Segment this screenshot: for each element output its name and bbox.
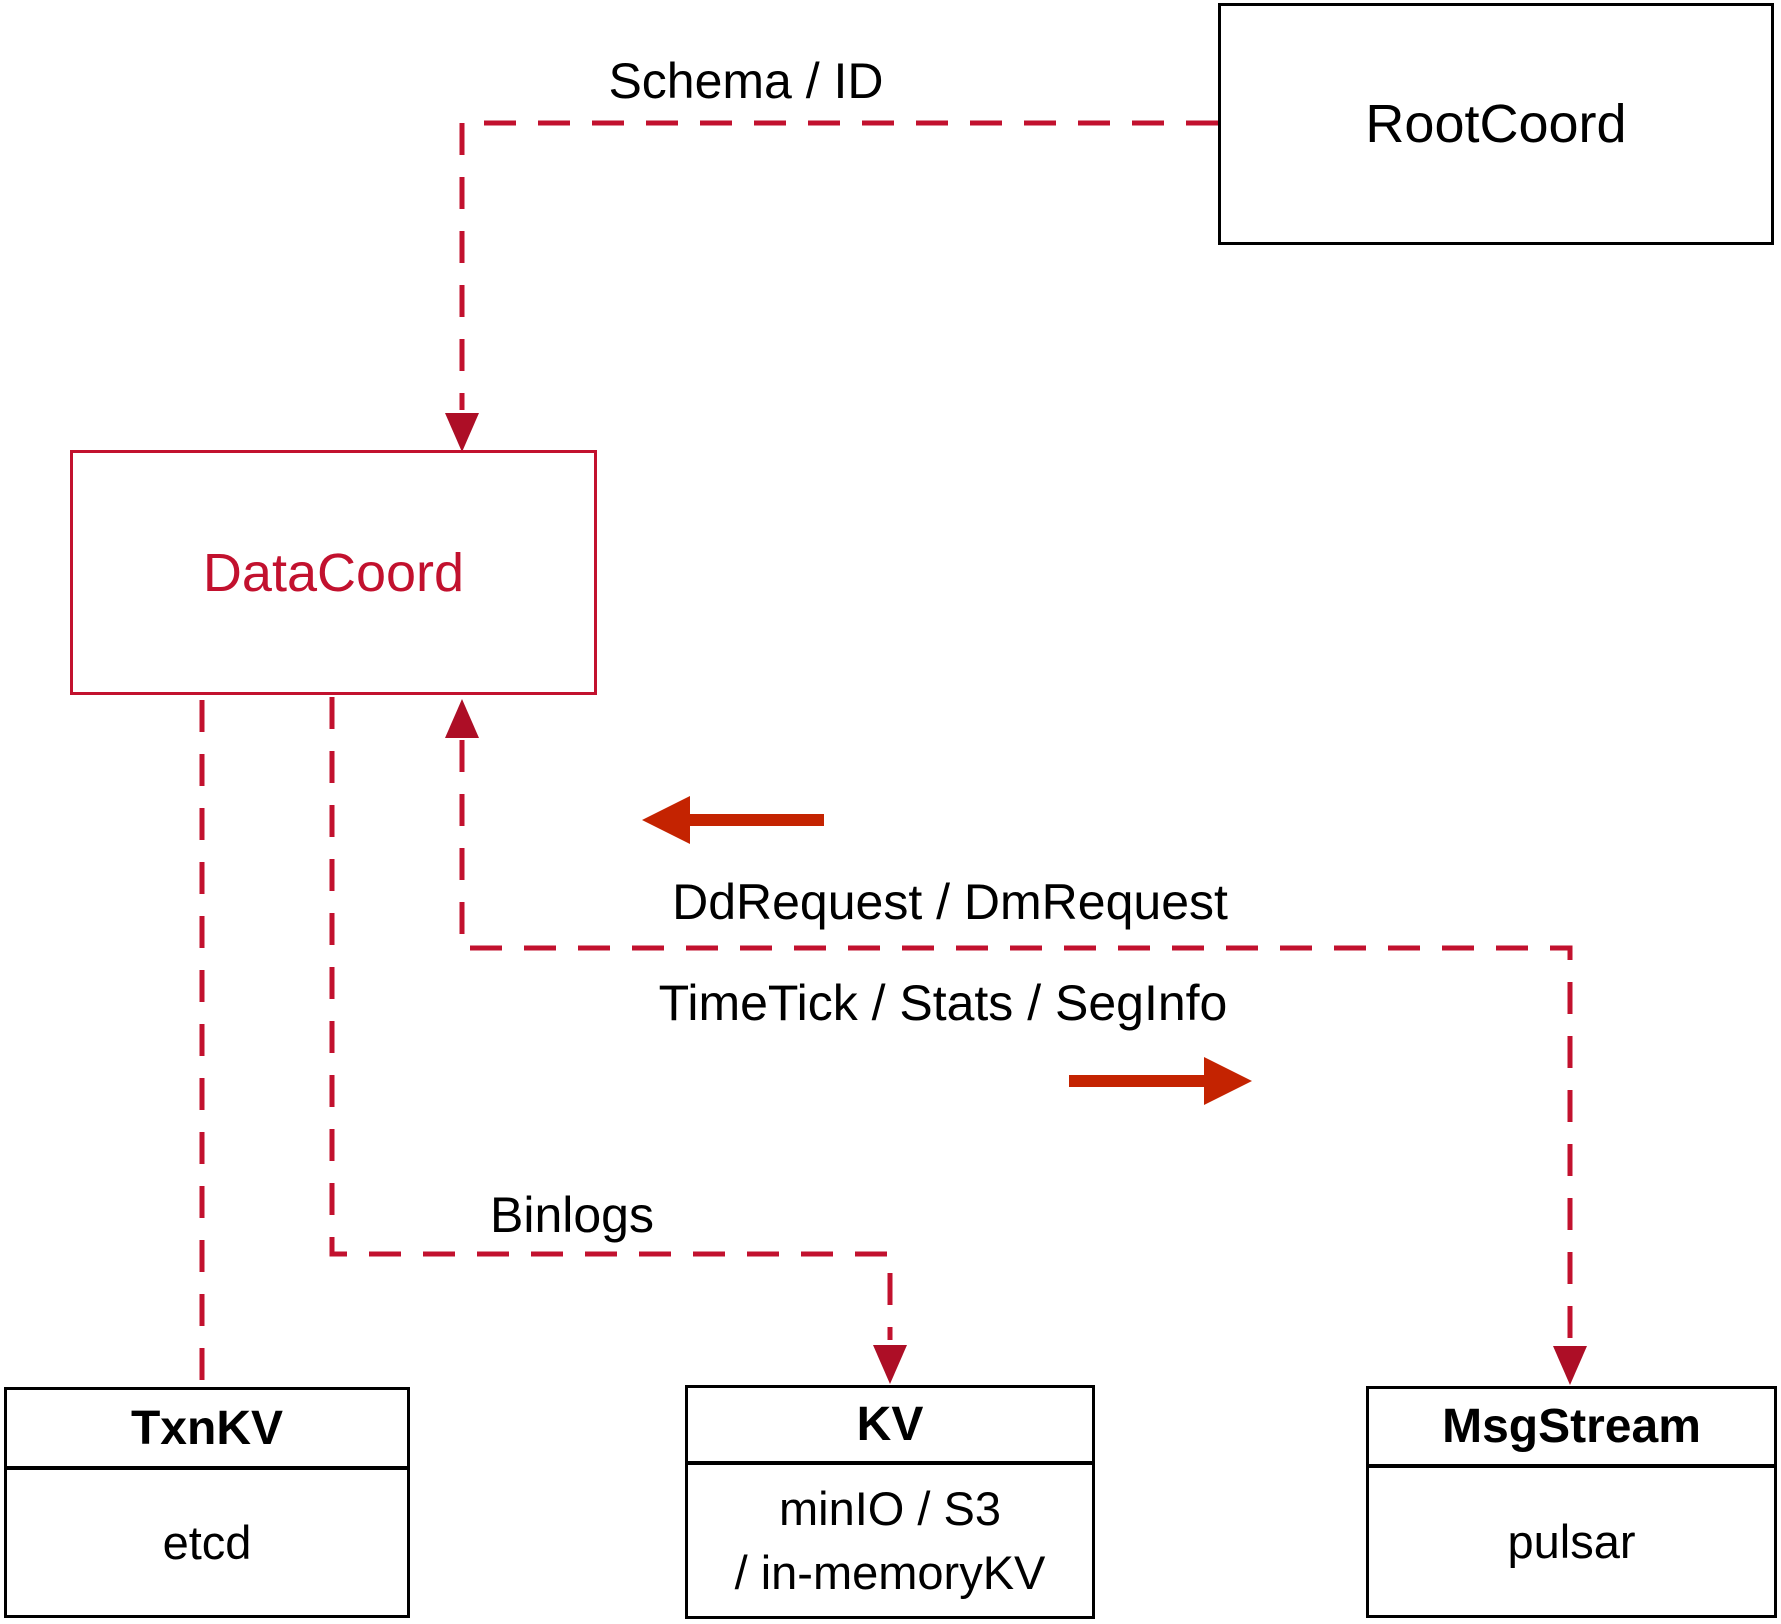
arrowhead-into-kv-top	[873, 1345, 907, 1384]
node-rootcoord: RootCoord	[1218, 3, 1774, 245]
rootcoord-label: RootCoord	[1365, 94, 1627, 154]
arrowhead-into-datacoord-top	[445, 413, 479, 452]
node-msgstream: MsgStream pulsar	[1366, 1386, 1777, 1618]
kv-header: KV	[688, 1388, 1092, 1465]
txnkv-body: etcd	[7, 1470, 407, 1615]
msgstream-body-text: pulsar	[1507, 1514, 1636, 1568]
edge-label-ddrequest-dmrequest: DdRequest / DmRequest	[672, 874, 1228, 930]
edge-label-schema-id: Schema / ID	[608, 53, 884, 109]
edge-label-timetick-stats-seginfo: TimeTick / Stats / SegInfo	[658, 975, 1228, 1031]
msgstream-title: MsgStream	[1442, 1400, 1701, 1453]
kv-body-line1: minIO / S3	[778, 1481, 1001, 1535]
msgstream-body: pulsar	[1369, 1468, 1774, 1615]
kv-body: minIO / S3 / in-memoryKV	[688, 1465, 1092, 1616]
left-direction-arrow-icon	[642, 796, 824, 844]
edge-datacoord-to-msgstream	[459, 740, 1573, 1340]
arrowhead-into-msgstream-top	[1553, 1346, 1587, 1385]
kv-title: KV	[856, 1398, 924, 1451]
txnkv-body-text: etcd	[162, 1515, 252, 1569]
txnkv-header: TxnKV	[7, 1390, 407, 1470]
datacoord-label: DataCoord	[202, 542, 465, 603]
node-txnkv: TxnKV etcd	[4, 1387, 410, 1618]
node-kv: KV minIO / S3 / in-memoryKV	[685, 1385, 1095, 1619]
edge-rootcoord-to-datacoord	[459, 120, 1218, 410]
edge-label-binlogs: Binlogs	[490, 1187, 654, 1243]
msgstream-header: MsgStream	[1369, 1389, 1774, 1468]
txnkv-title: TxnKV	[130, 1401, 283, 1455]
arrowhead-into-datacoord-bottom	[445, 699, 479, 738]
kv-body-line2: / in-memoryKV	[734, 1545, 1046, 1599]
right-direction-arrow-icon	[1069, 1057, 1252, 1105]
edge-datacoord-to-kv	[329, 697, 893, 1340]
node-datacoord: DataCoord	[70, 450, 597, 695]
